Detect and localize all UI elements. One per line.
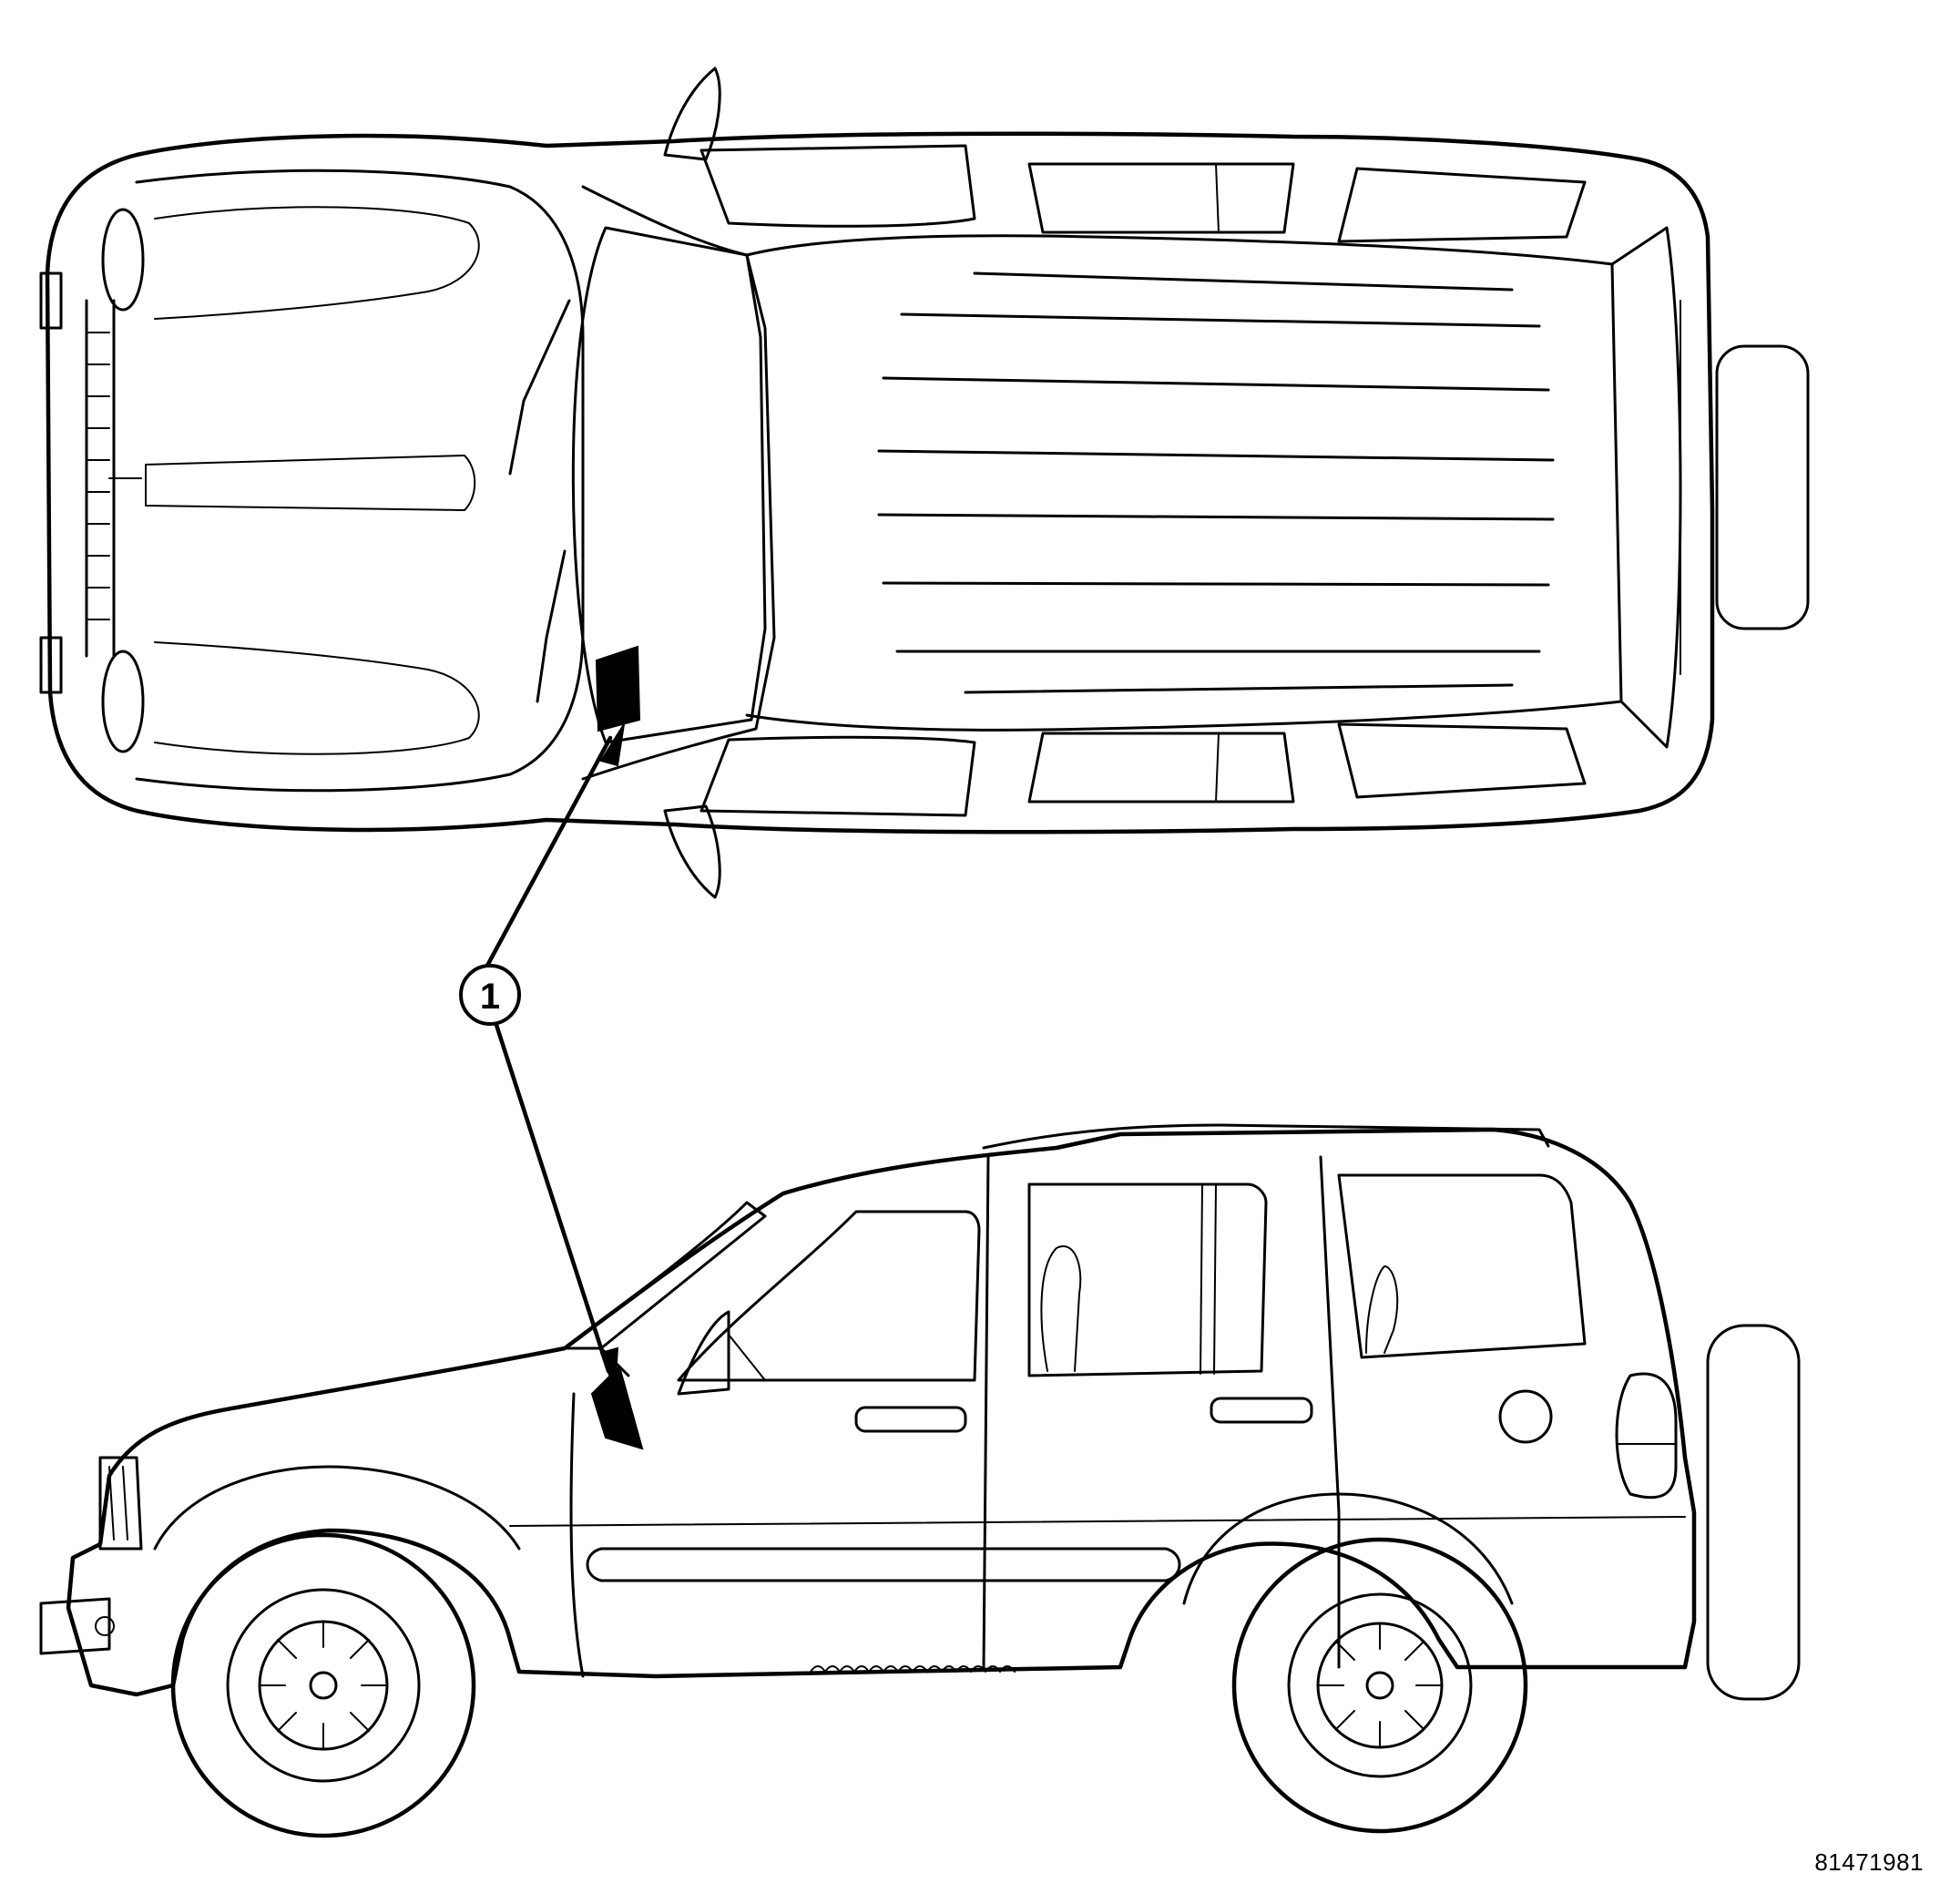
rear-wheel: [1231, 1537, 1528, 1834]
front-wheel: [170, 1532, 476, 1838]
figure-id: 81471981: [1814, 1848, 1924, 1876]
callout-leader: 1: [459, 723, 625, 1390]
vehicle-side-view: [39, 1123, 1801, 1838]
callout-circle: [459, 964, 521, 1026]
label-marker-side: [590, 1365, 644, 1450]
callout-number: 1: [480, 977, 500, 1017]
vehicle-top-view: [39, 67, 1810, 899]
label-marker-top: [595, 645, 641, 732]
